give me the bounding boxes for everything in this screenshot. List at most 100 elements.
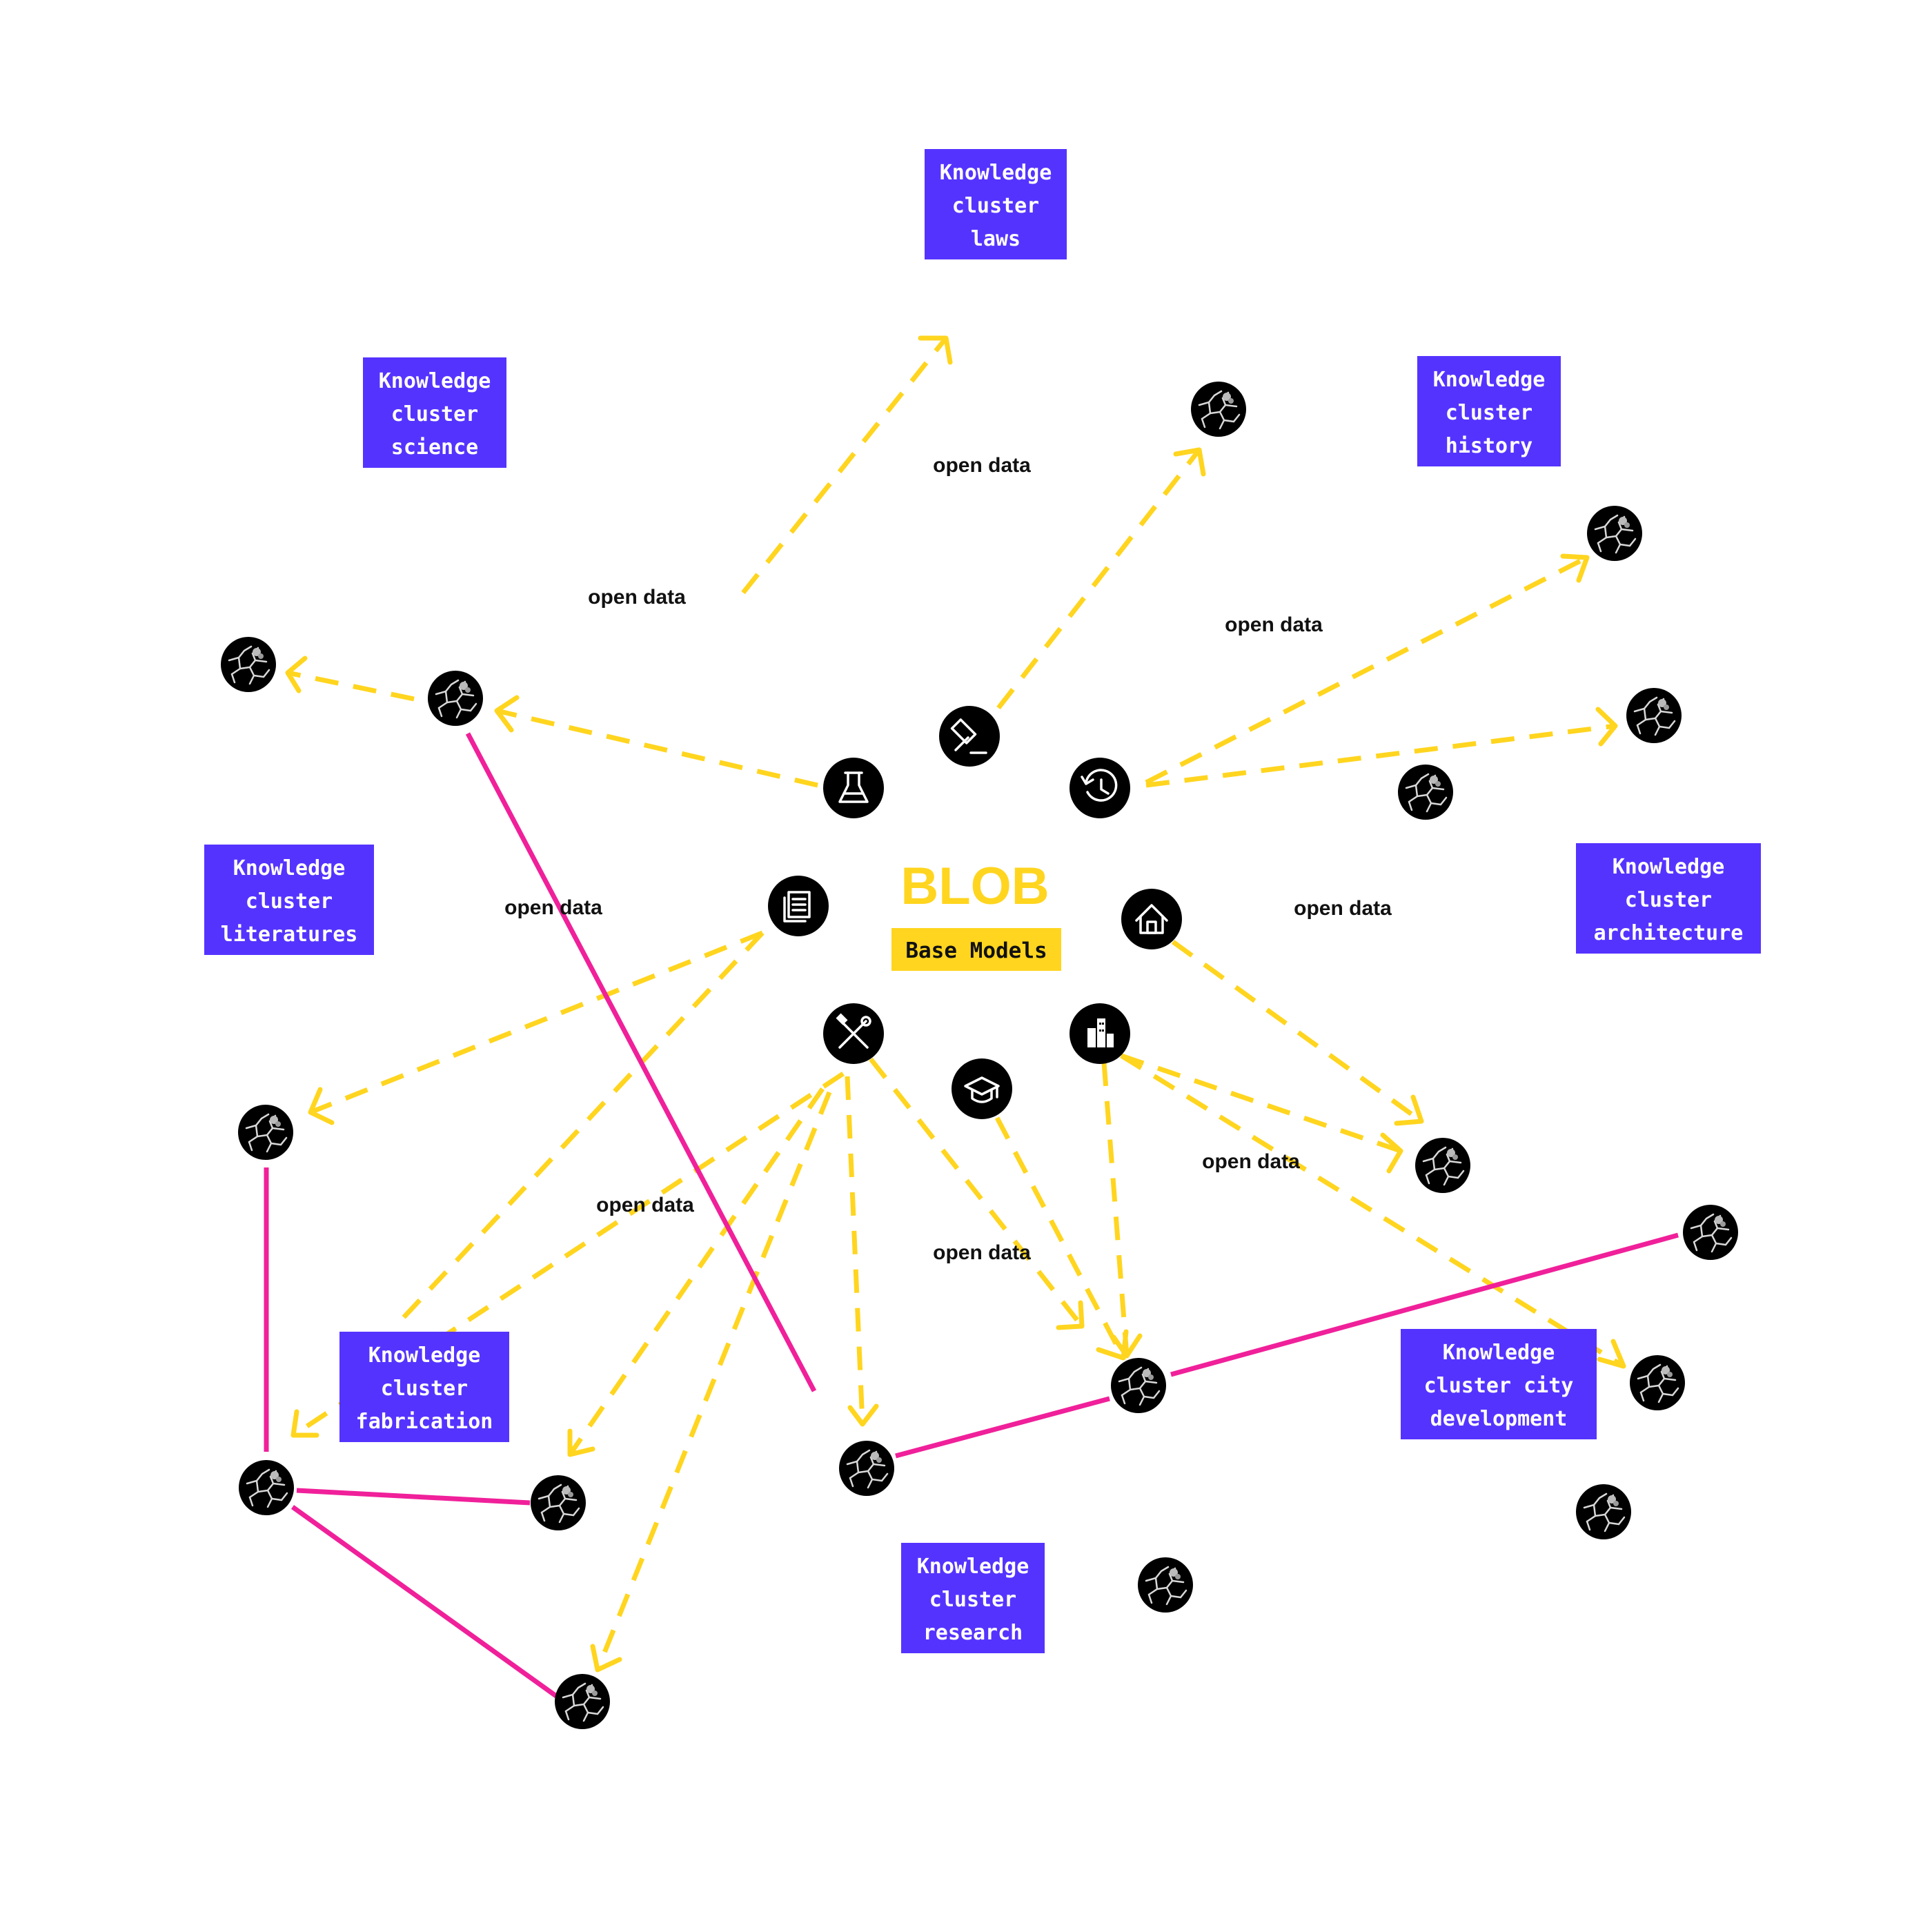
cluster-label-line: fabrication bbox=[356, 1410, 493, 1434]
cluster-label-line: cluster bbox=[381, 1377, 468, 1401]
open-data-labels: open data open data open data open data … bbox=[504, 454, 1392, 1264]
flow-line bbox=[1145, 723, 1616, 788]
open-data-label: open data bbox=[596, 1194, 694, 1216]
arrowhead bbox=[1560, 553, 1590, 583]
arrowhead bbox=[1394, 1094, 1424, 1126]
data-node[interactable] bbox=[1138, 1557, 1193, 1613]
flow-line bbox=[568, 1087, 825, 1456]
flow-line bbox=[845, 1076, 865, 1425]
cluster-science[interactable]: Knowledge cluster science bbox=[363, 357, 506, 468]
cluster-literatures[interactable]: Knowledge cluster literatures bbox=[204, 845, 374, 955]
hub-research[interactable] bbox=[952, 1058, 1012, 1119]
cluster-label-line: science bbox=[391, 435, 478, 460]
data-node[interactable] bbox=[1191, 382, 1246, 437]
cluster-label-line: Knowledge bbox=[1443, 1341, 1555, 1365]
open-data-label: open data bbox=[1225, 613, 1323, 636]
flow-line bbox=[1171, 940, 1423, 1123]
cluster-label-line: cluster bbox=[929, 1588, 1016, 1612]
data-node[interactable] bbox=[221, 637, 276, 692]
data-node[interactable] bbox=[1587, 506, 1642, 561]
cluster-label-line: cluster bbox=[246, 889, 333, 914]
gavel-icon bbox=[950, 718, 987, 754]
cluster-label-line: literatures bbox=[221, 923, 358, 947]
hub-law[interactable] bbox=[939, 706, 1000, 767]
arrowhead bbox=[1595, 707, 1618, 747]
data-node[interactable] bbox=[1415, 1138, 1470, 1193]
open-data-label: open data bbox=[504, 896, 602, 919]
arrowhead bbox=[590, 1644, 622, 1673]
cluster-label-line: research bbox=[923, 1621, 1023, 1645]
flow-line bbox=[595, 1091, 832, 1671]
open-data-label: open data bbox=[933, 454, 1031, 477]
cluster-label-line: history bbox=[1446, 434, 1532, 458]
flow-line bbox=[1120, 1053, 1402, 1154]
data-node[interactable] bbox=[1576, 1484, 1631, 1539]
cluster-label-line: cluster bbox=[1625, 888, 1712, 912]
data-node[interactable] bbox=[239, 1460, 294, 1515]
cluster-label-line: Knowledge bbox=[917, 1555, 1029, 1579]
data-node[interactable] bbox=[1630, 1355, 1685, 1410]
cluster-label-line: Knowledge bbox=[233, 856, 346, 880]
connection-line bbox=[895, 1396, 1110, 1459]
hub-literature[interactable] bbox=[768, 876, 829, 936]
history-clock-icon bbox=[1081, 769, 1118, 802]
cluster-label-line: development bbox=[1430, 1407, 1568, 1431]
cluster-fabrication[interactable]: Knowledge cluster fabrication bbox=[339, 1332, 509, 1442]
arrowhead bbox=[918, 335, 953, 365]
flow-line bbox=[395, 931, 765, 1327]
cluster-architecture[interactable]: Knowledge cluster architecture bbox=[1576, 843, 1761, 954]
cluster-label-line: cluster bbox=[1446, 401, 1532, 425]
newspaper-icon bbox=[783, 891, 811, 923]
data-node[interactable] bbox=[238, 1105, 293, 1160]
open-data-label: open data bbox=[1294, 897, 1392, 920]
cluster-label-line: Knowledge bbox=[379, 369, 491, 393]
data-node[interactable] bbox=[531, 1475, 586, 1530]
data-node[interactable] bbox=[1683, 1205, 1738, 1260]
arrowhead bbox=[1173, 447, 1206, 477]
data-node[interactable] bbox=[1111, 1358, 1166, 1413]
cluster-label-line: cluster bbox=[391, 402, 478, 426]
data-node[interactable] bbox=[555, 1674, 610, 1729]
cluster-city-development[interactable]: Knowledge cluster city development bbox=[1401, 1329, 1597, 1439]
arrowhead bbox=[285, 656, 308, 693]
flow-line bbox=[496, 708, 818, 788]
connection-line bbox=[290, 1505, 558, 1698]
cluster-label-line: architecture bbox=[1594, 921, 1744, 945]
flow-line bbox=[1145, 555, 1588, 785]
flow-line bbox=[287, 670, 415, 702]
data-node[interactable] bbox=[1398, 765, 1453, 820]
cluster-history[interactable]: Knowledge cluster history bbox=[1417, 356, 1561, 466]
flow-line bbox=[741, 336, 948, 595]
cluster-label-line: Knowledge bbox=[940, 161, 1052, 185]
open-data-label: open data bbox=[933, 1241, 1031, 1264]
connection-lines bbox=[264, 732, 1679, 1698]
cluster-label-line: cluster bbox=[952, 194, 1039, 218]
base-models-badge: Base Models bbox=[905, 938, 1047, 963]
flow-line bbox=[309, 930, 764, 1115]
city-building-icon bbox=[1087, 1018, 1114, 1047]
arrowhead bbox=[847, 1403, 879, 1427]
open-data-label: open data bbox=[1202, 1150, 1300, 1173]
cluster-label-line: Knowledge bbox=[1433, 368, 1546, 392]
arrowhead bbox=[308, 1087, 335, 1125]
arrowhead bbox=[494, 695, 520, 733]
flow-line bbox=[994, 1116, 1126, 1359]
house-icon bbox=[1135, 904, 1168, 934]
data-node[interactable] bbox=[839, 1441, 894, 1496]
hub-city[interactable] bbox=[1070, 1003, 1130, 1064]
data-node[interactable] bbox=[428, 671, 483, 726]
hub-architecture[interactable] bbox=[1121, 889, 1182, 949]
hub-science[interactable] bbox=[823, 758, 884, 818]
data-node[interactable] bbox=[1626, 688, 1682, 743]
hub-fabrication[interactable] bbox=[823, 1003, 884, 1064]
flow-line bbox=[996, 448, 1201, 710]
arrowhead bbox=[290, 1409, 319, 1438]
data-flow-lines bbox=[285, 335, 1626, 1673]
cluster-research[interactable]: Knowledge cluster research bbox=[901, 1543, 1045, 1653]
arrowhead bbox=[1056, 1300, 1085, 1330]
cluster-laws[interactable]: Knowledge cluster laws bbox=[925, 149, 1067, 259]
hub-history[interactable] bbox=[1070, 758, 1130, 818]
cluster-label-line: Knowledge bbox=[1613, 855, 1725, 879]
tools-icon bbox=[836, 1013, 871, 1049]
